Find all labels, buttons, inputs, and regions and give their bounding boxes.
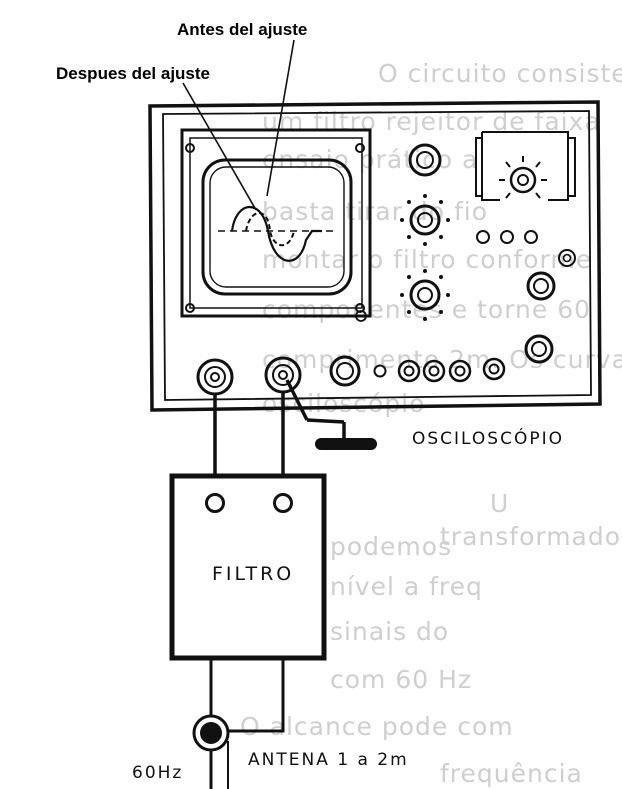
waveform-before-adjust	[230, 205, 322, 262]
knob-right-2	[524, 334, 554, 364]
antenna-connector	[192, 714, 230, 752]
bezel-screw	[185, 303, 195, 313]
oscilloscope-panel	[162, 110, 592, 401]
input-jack-1	[196, 358, 234, 396]
before-adjust-label: Antes del ajuste	[177, 20, 307, 39]
small-knob	[558, 249, 576, 267]
background-text: O circuito consiste um filtro rejeitor d…	[240, 59, 622, 788]
oscilloscope-cabinet	[148, 100, 602, 412]
knob-position	[329, 355, 361, 387]
knob-small-a	[397, 359, 421, 383]
frequency-label: 60Hz	[132, 763, 183, 783]
antenna-label: ANTENA 1 a 2m	[248, 750, 409, 770]
small-control	[373, 364, 387, 378]
ground-clip	[285, 379, 377, 450]
selector-knob-teeth	[499, 156, 547, 199]
knob-amplitude-ticks	[400, 269, 450, 321]
filter-terminal-1	[205, 493, 225, 513]
oscilloscope-label: OSCILOSCÓPIO	[412, 427, 564, 449]
knob-amplitude	[409, 279, 441, 311]
annotation-pointers	[182, 39, 295, 211]
bg-line-11: podemos	[330, 532, 452, 561]
filter-label: FILTRO	[212, 563, 294, 585]
bg-line-12: nível a freq	[330, 572, 483, 601]
filter-terminal-2	[273, 493, 293, 513]
knob-right-1-center	[533, 278, 549, 294]
bg-line-7: comprimento 2m. Os curvas	[262, 345, 622, 374]
crt-screen	[201, 158, 353, 296]
knob-small-b	[422, 359, 446, 383]
knob-right-2-center	[531, 341, 547, 357]
bg-line-1: O circuito consiste	[378, 59, 622, 88]
waveform-after-adjust	[245, 212, 295, 247]
crt-screen-inner	[209, 166, 345, 288]
knob-intensity	[408, 143, 442, 177]
bg-line-5: montar o filtro conforme	[262, 245, 592, 274]
knob-small-c	[448, 359, 472, 383]
bg-line-13: sinais do	[330, 617, 449, 646]
bg-line-15: O alcance pode com	[240, 712, 514, 741]
bezel-screw	[355, 143, 365, 153]
small-button	[476, 230, 490, 244]
mount-hole	[355, 310, 367, 322]
bg-line-4: basta tirar do fio	[262, 197, 488, 226]
small-button	[524, 230, 538, 244]
small-knob-center	[562, 253, 572, 263]
screen-bezel	[180, 128, 372, 318]
knob-right-1	[526, 271, 556, 301]
knob-timebase-ticks	[400, 194, 450, 246]
bg-line-14: com 60 Hz	[330, 665, 472, 694]
after-adjust-label: Despues del ajuste	[56, 64, 210, 83]
selector-knob	[509, 166, 537, 194]
selector-bracket	[475, 131, 576, 201]
filter-box	[169, 473, 327, 661]
knob-intensity-center	[416, 151, 434, 169]
small-button	[500, 230, 514, 244]
bg-line-9: U	[490, 489, 509, 518]
screen-bezel-inner	[189, 137, 363, 309]
bg-line-16: frequência	[440, 759, 583, 788]
bezel-screw	[355, 303, 365, 313]
bezel-screw	[185, 143, 195, 153]
knob-timebase	[409, 204, 441, 236]
bg-line-10: transformador	[440, 522, 622, 551]
knob-small-d	[482, 357, 506, 381]
antenna-wiring	[209, 658, 285, 733]
bg-line-8: osciloscópio	[262, 389, 425, 418]
